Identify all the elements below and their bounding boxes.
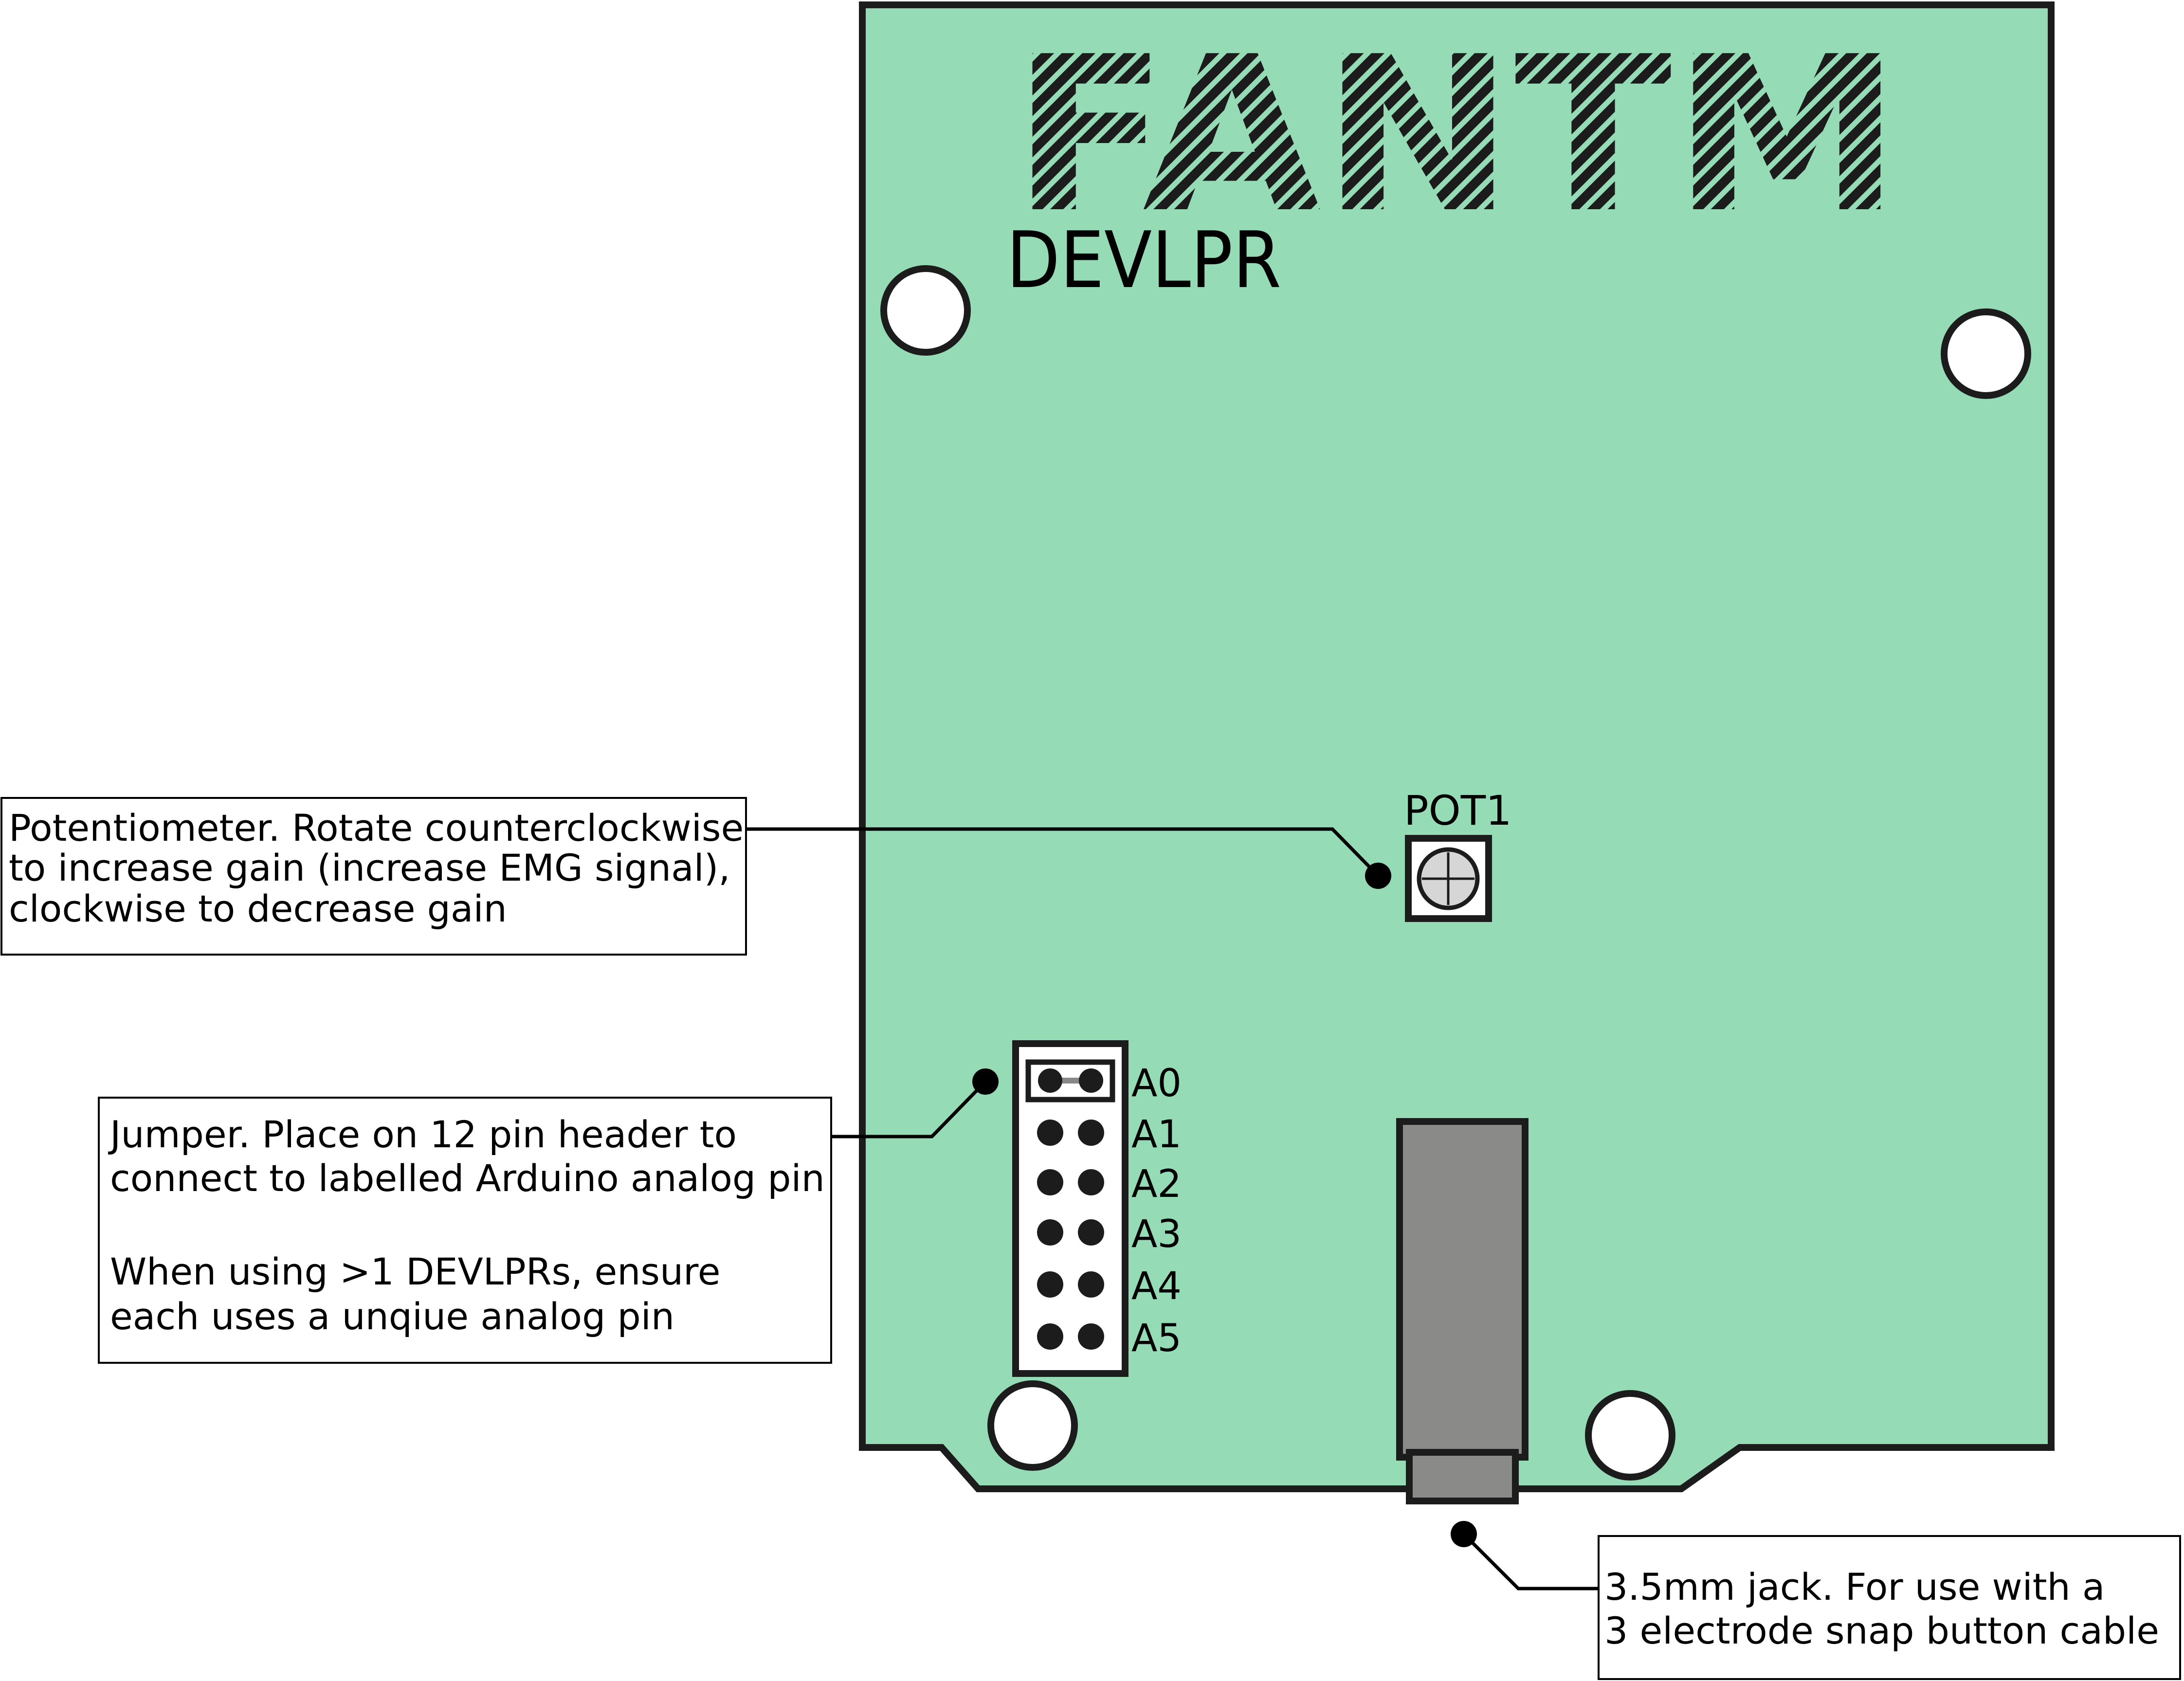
pin-label-a4: A4 [1131,1265,1182,1308]
jumper-callout-line-5: each uses a unqiue analog pin [110,1295,674,1338]
pin-row-a2[interactable] [1037,1169,1104,1195]
potentiometer-icon[interactable] [1405,835,1492,922]
jumper-cap[interactable] [1025,1059,1115,1103]
pin-row-a1[interactable] [1037,1120,1104,1146]
pot-callout-box [0,797,747,956]
pin-label-a5: A5 [1131,1317,1182,1360]
jack-leader-line [1462,1533,1599,1591]
pin-row-a3[interactable] [1037,1219,1104,1246]
board-outline [859,1,2055,1492]
pin-label-a3: A3 [1131,1212,1182,1256]
pot-label: POT1 [1404,787,1512,834]
pot-callout-line-3: clockwise to decrease gain [9,887,507,930]
audio-jack[interactable] [1396,1118,1529,1504]
pot-callout-line-1: Potentiometer. Rotate counterclockwise [9,806,744,850]
jumper-leader-dot [972,1068,999,1095]
pot-leader-dot [1365,863,1391,889]
jumper-callout-line-4: When using >1 DEVLPRs, ensure [110,1250,720,1293]
jack-callout-line-1: 3.5mm jack. For use with a [1604,1565,2105,1609]
mounting-hole-bottom-right [1585,1390,1675,1481]
jack-callout-line-2: 3 electrode snap button cable [1604,1609,2159,1652]
pot-leader-line [746,827,1380,877]
pin-label-a0: A0 [1131,1062,1182,1105]
pin-label-a1: A1 [1131,1113,1182,1157]
fantm-logo: FANTM [1011,11,1902,260]
mounting-hole-bottom-left [987,1380,1078,1471]
jumper-callout-line-1: Jumper. Place on 12 pin header to [108,1113,737,1156]
pot-callout-line-2: to increase gain (increase EMG signal), [9,846,730,889]
pin-row-a5[interactable] [1037,1323,1104,1350]
jack-leader-dot [1451,1521,1477,1547]
pin-row-a4[interactable] [1037,1271,1104,1298]
jack-callout-box [1598,1535,2181,1680]
jumper-leader-line [831,1080,987,1139]
mounting-hole-top-right [1941,308,2031,399]
mounting-hole-top-left [880,265,971,356]
jumper-callout-box [98,1097,832,1364]
jumper-callout-line-2: connect to labelled Arduino analog pin [110,1157,825,1200]
board-name: DEVLPR [1006,215,1281,306]
pin-label-a2: A2 [1131,1162,1182,1206]
